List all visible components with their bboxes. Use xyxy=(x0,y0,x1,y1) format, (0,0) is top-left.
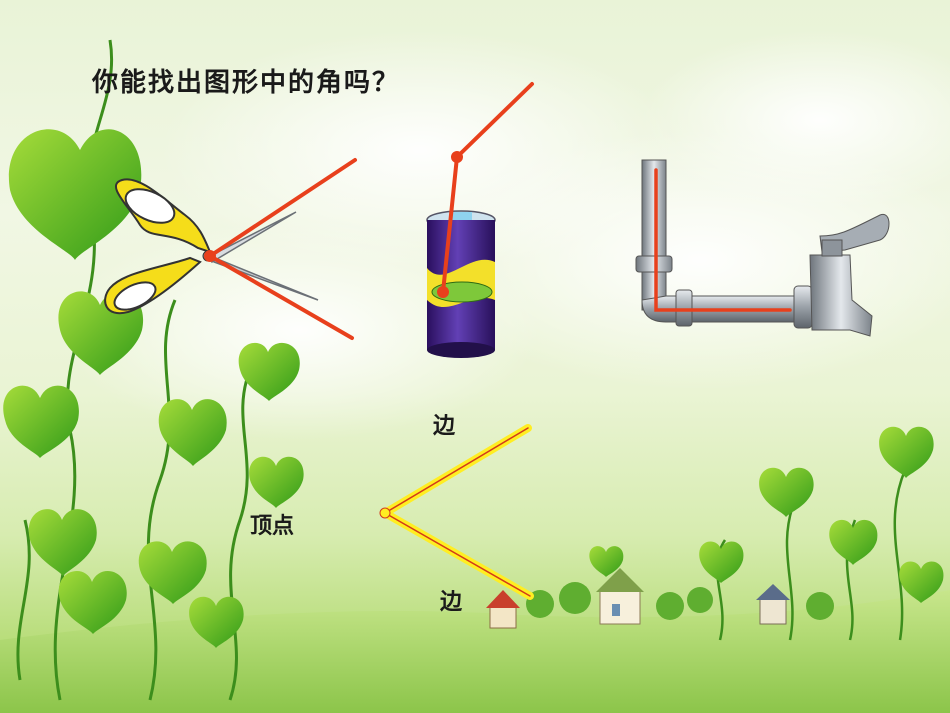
trees xyxy=(526,582,834,620)
soda-can-icon xyxy=(426,210,496,358)
vine-leaf-icon xyxy=(589,426,944,603)
angle-diagram xyxy=(379,424,534,600)
vine-leaf-icon xyxy=(3,129,304,648)
vertex-point xyxy=(379,507,391,519)
edge-label-top: 边 xyxy=(433,414,456,439)
faucet-angle xyxy=(654,168,792,312)
house-icon xyxy=(486,568,790,629)
can-straw-angle xyxy=(437,82,534,298)
water-faucet-icon xyxy=(635,159,890,337)
vertex-label: 顶点 xyxy=(250,514,295,539)
page-title: 你能找出图形中的角吗？ xyxy=(92,68,401,98)
scissors-angle xyxy=(204,158,357,340)
edge-label-bottom: 边 xyxy=(440,590,463,615)
